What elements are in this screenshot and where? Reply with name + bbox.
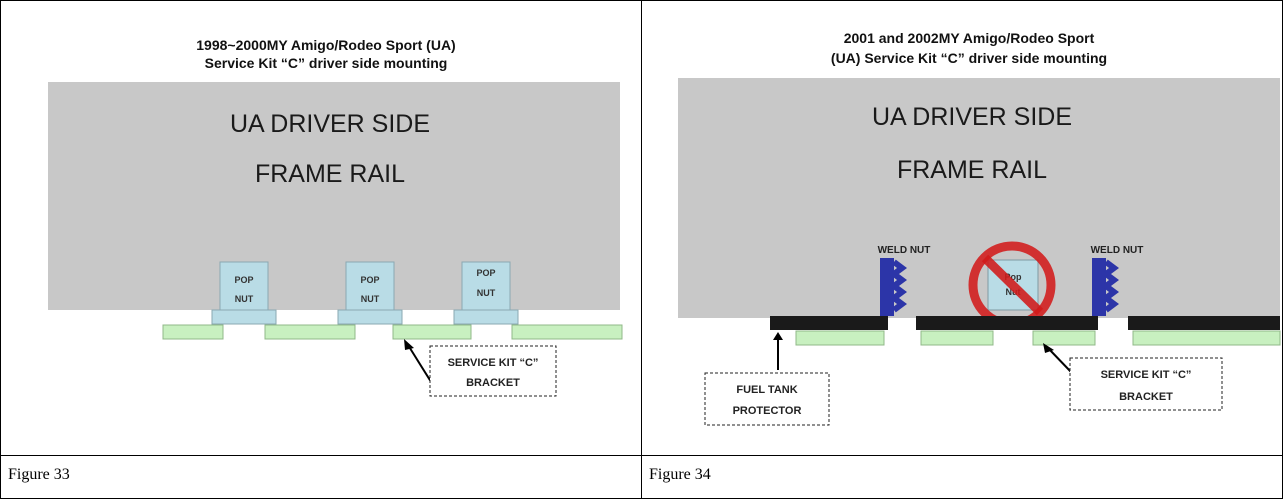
right-rail-label-line2: FRAME RAIL <box>897 156 1047 184</box>
crossed-pop-nut-label-top: Pop <box>1005 272 1023 282</box>
protector-callout-line1: FUEL TANK <box>736 384 797 396</box>
left-pop-nut-2: POP NUT <box>337 261 403 325</box>
fuel-tank-protector-segment <box>916 316 1098 330</box>
left-bracket-segment <box>264 324 356 340</box>
fuel-tank-protector-segment <box>1128 316 1280 330</box>
pop-nut-label-bottom: NUT <box>361 294 380 304</box>
fuel-tank-protector-segment <box>770 316 888 330</box>
right-bracket-segment <box>795 330 885 346</box>
right-prohibited-pop-nut: Pop Nut <box>968 241 1056 329</box>
left-pop-nut-1: POP NUT <box>211 261 277 325</box>
left-rail-label-line2: FRAME RAIL <box>255 160 405 188</box>
right-callout-box <box>1069 357 1223 411</box>
left-bracket-segment <box>511 324 623 340</box>
left-pop-nut-3: POP NUT <box>453 261 519 325</box>
right-title-line1: 2001 and 2002MY Amigo/Rodeo Sport <box>844 30 1095 46</box>
left-callout-line1: SERVICE KIT “C” <box>448 357 539 369</box>
pop-nut-label-bottom: NUT <box>235 294 254 304</box>
prohibit-slash-icon <box>981 254 1044 316</box>
right-weld-nut-2: WELD NUT <box>1091 245 1144 316</box>
weld-nut-thread <box>889 259 907 313</box>
weld-nut-label: WELD NUT <box>878 245 931 256</box>
pop-nut-label-top: POP <box>476 268 495 278</box>
weld-nut-body <box>1092 258 1106 316</box>
right-caption-cell: Figure 34 <box>641 455 1283 499</box>
left-callout-box <box>429 345 557 397</box>
pop-nut-label-bottom: NUT <box>477 288 496 298</box>
figure-33-caption: Figure 33 <box>8 466 70 483</box>
weld-nut-body <box>880 258 894 316</box>
weld-nut-label: WELD NUT <box>1091 245 1144 256</box>
left-bracket-segment <box>162 324 224 340</box>
left-title-line2: Service Kit “C” driver side mounting <box>205 55 448 71</box>
pop-nut-label-top: POP <box>234 275 253 285</box>
left-bracket-segment <box>392 324 472 340</box>
diagram-canvas: 1998~2000MY Amigo/Rodeo Sport (UA) Servi… <box>48 30 1281 426</box>
right-frame-rail <box>678 78 1280 318</box>
left-callout-arrow <box>407 344 434 386</box>
right-rail-label-line1: UA DRIVER SIDE <box>872 103 1072 131</box>
protector-callout-box <box>704 372 830 426</box>
right-callout-arrowhead <box>1043 343 1054 353</box>
weld-nut-thread <box>1101 259 1119 313</box>
left-callout-line2: BRACKET <box>466 377 520 389</box>
left-title-line1: 1998~2000MY Amigo/Rodeo Sport (UA) <box>196 37 455 53</box>
right-diagram: 2001 and 2002MY Amigo/Rodeo Sport (UA) S… <box>678 30 1281 426</box>
left-rail-label-line1: UA DRIVER SIDE <box>230 110 430 138</box>
right-weld-nut-1: WELD NUT <box>878 245 931 316</box>
right-callout-line2: BRACKET <box>1119 391 1173 403</box>
left-callout-arrowhead <box>404 339 414 350</box>
right-bracket-segment <box>920 330 994 346</box>
right-callout-arrow <box>1047 347 1073 374</box>
pop-nut-label-top: POP <box>360 275 379 285</box>
figure-34-caption: Figure 34 <box>649 466 711 483</box>
right-callout-line1: SERVICE KIT “C” <box>1101 369 1192 381</box>
crossed-pop-nut-label-bottom: Nut <box>1006 287 1021 297</box>
left-frame-rail <box>48 82 620 310</box>
protector-callout-arrowhead <box>773 332 783 340</box>
right-title-line2: (UA) Service Kit “C” driver side mountin… <box>831 50 1107 66</box>
protector-callout-line2: PROTECTOR <box>733 405 802 417</box>
left-caption-cell: Figure 33 <box>0 455 642 499</box>
left-diagram: 1998~2000MY Amigo/Rodeo Sport (UA) Servi… <box>48 37 623 397</box>
right-bracket-segment <box>1032 330 1096 346</box>
right-bracket-segment <box>1132 330 1281 346</box>
